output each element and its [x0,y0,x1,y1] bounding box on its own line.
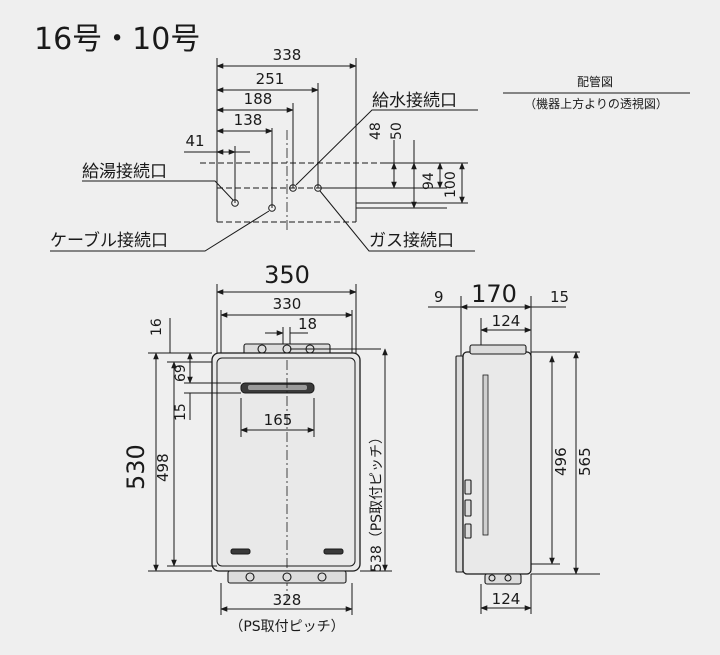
dim-530: 530 [122,444,150,490]
dim-15: 15 [173,403,189,421]
dim-328: 328 [273,591,302,609]
dim-350: 350 [264,261,310,289]
dim-124-top: 124 [492,312,521,330]
dim-16: 16 [149,318,165,336]
dim-100: 100 [443,171,459,198]
dim-48: 48 [368,122,384,140]
dim-9: 9 [434,288,444,306]
dim-18: 18 [298,315,317,333]
dim-124-bottom: 124 [492,590,521,608]
ps-pitch-note: （PS取付ピッチ） [229,619,344,635]
water-hole [289,184,297,192]
label-hot-water-connection: 給湯接続口 [82,162,167,182]
dim-138: 138 [234,111,263,129]
cable-hole [268,204,276,212]
dim-330: 330 [273,295,302,313]
vent-slot-right [323,548,344,555]
mounting-bracket [455,355,464,573]
dim-338: 338 [273,46,302,64]
dim-498: 498 [154,453,172,482]
note-line2: （機器上方よりの透視図） [524,96,668,111]
dim-50: 50 [389,122,405,140]
dim-188: 188 [244,90,273,108]
dim-94: 94 [421,172,437,190]
dim-565: 565 [576,447,594,476]
label-gas-connection: ガス接続口 [369,231,454,251]
top-view: 338 251 188 138 41 48 50 94 [50,46,478,252]
hot-water-hole [231,199,239,207]
label-cable-connection: ケーブル接続口 [50,230,168,251]
dim-15-side: 15 [550,288,569,306]
dim-496: 496 [552,447,570,476]
front-view: 350 330 18 165 [122,261,392,635]
label-water-supply-connection: 給水接続口 [372,91,457,111]
dim-538-ps-pitch: 538（PS取付ピッチ） [369,430,385,572]
dim-170: 170 [471,280,517,308]
note-line1: 配管図 [577,74,613,89]
dim-41: 41 [185,132,204,150]
dim-69: 69 [173,364,189,382]
side-view: 170 9 15 124 496 565 124 [428,280,600,614]
page-title: 16号・10号 [34,22,200,57]
vent-slot-left [230,548,251,555]
dim-165: 165 [264,411,293,429]
dim-251: 251 [256,70,285,88]
heater-side-body [462,351,532,575]
